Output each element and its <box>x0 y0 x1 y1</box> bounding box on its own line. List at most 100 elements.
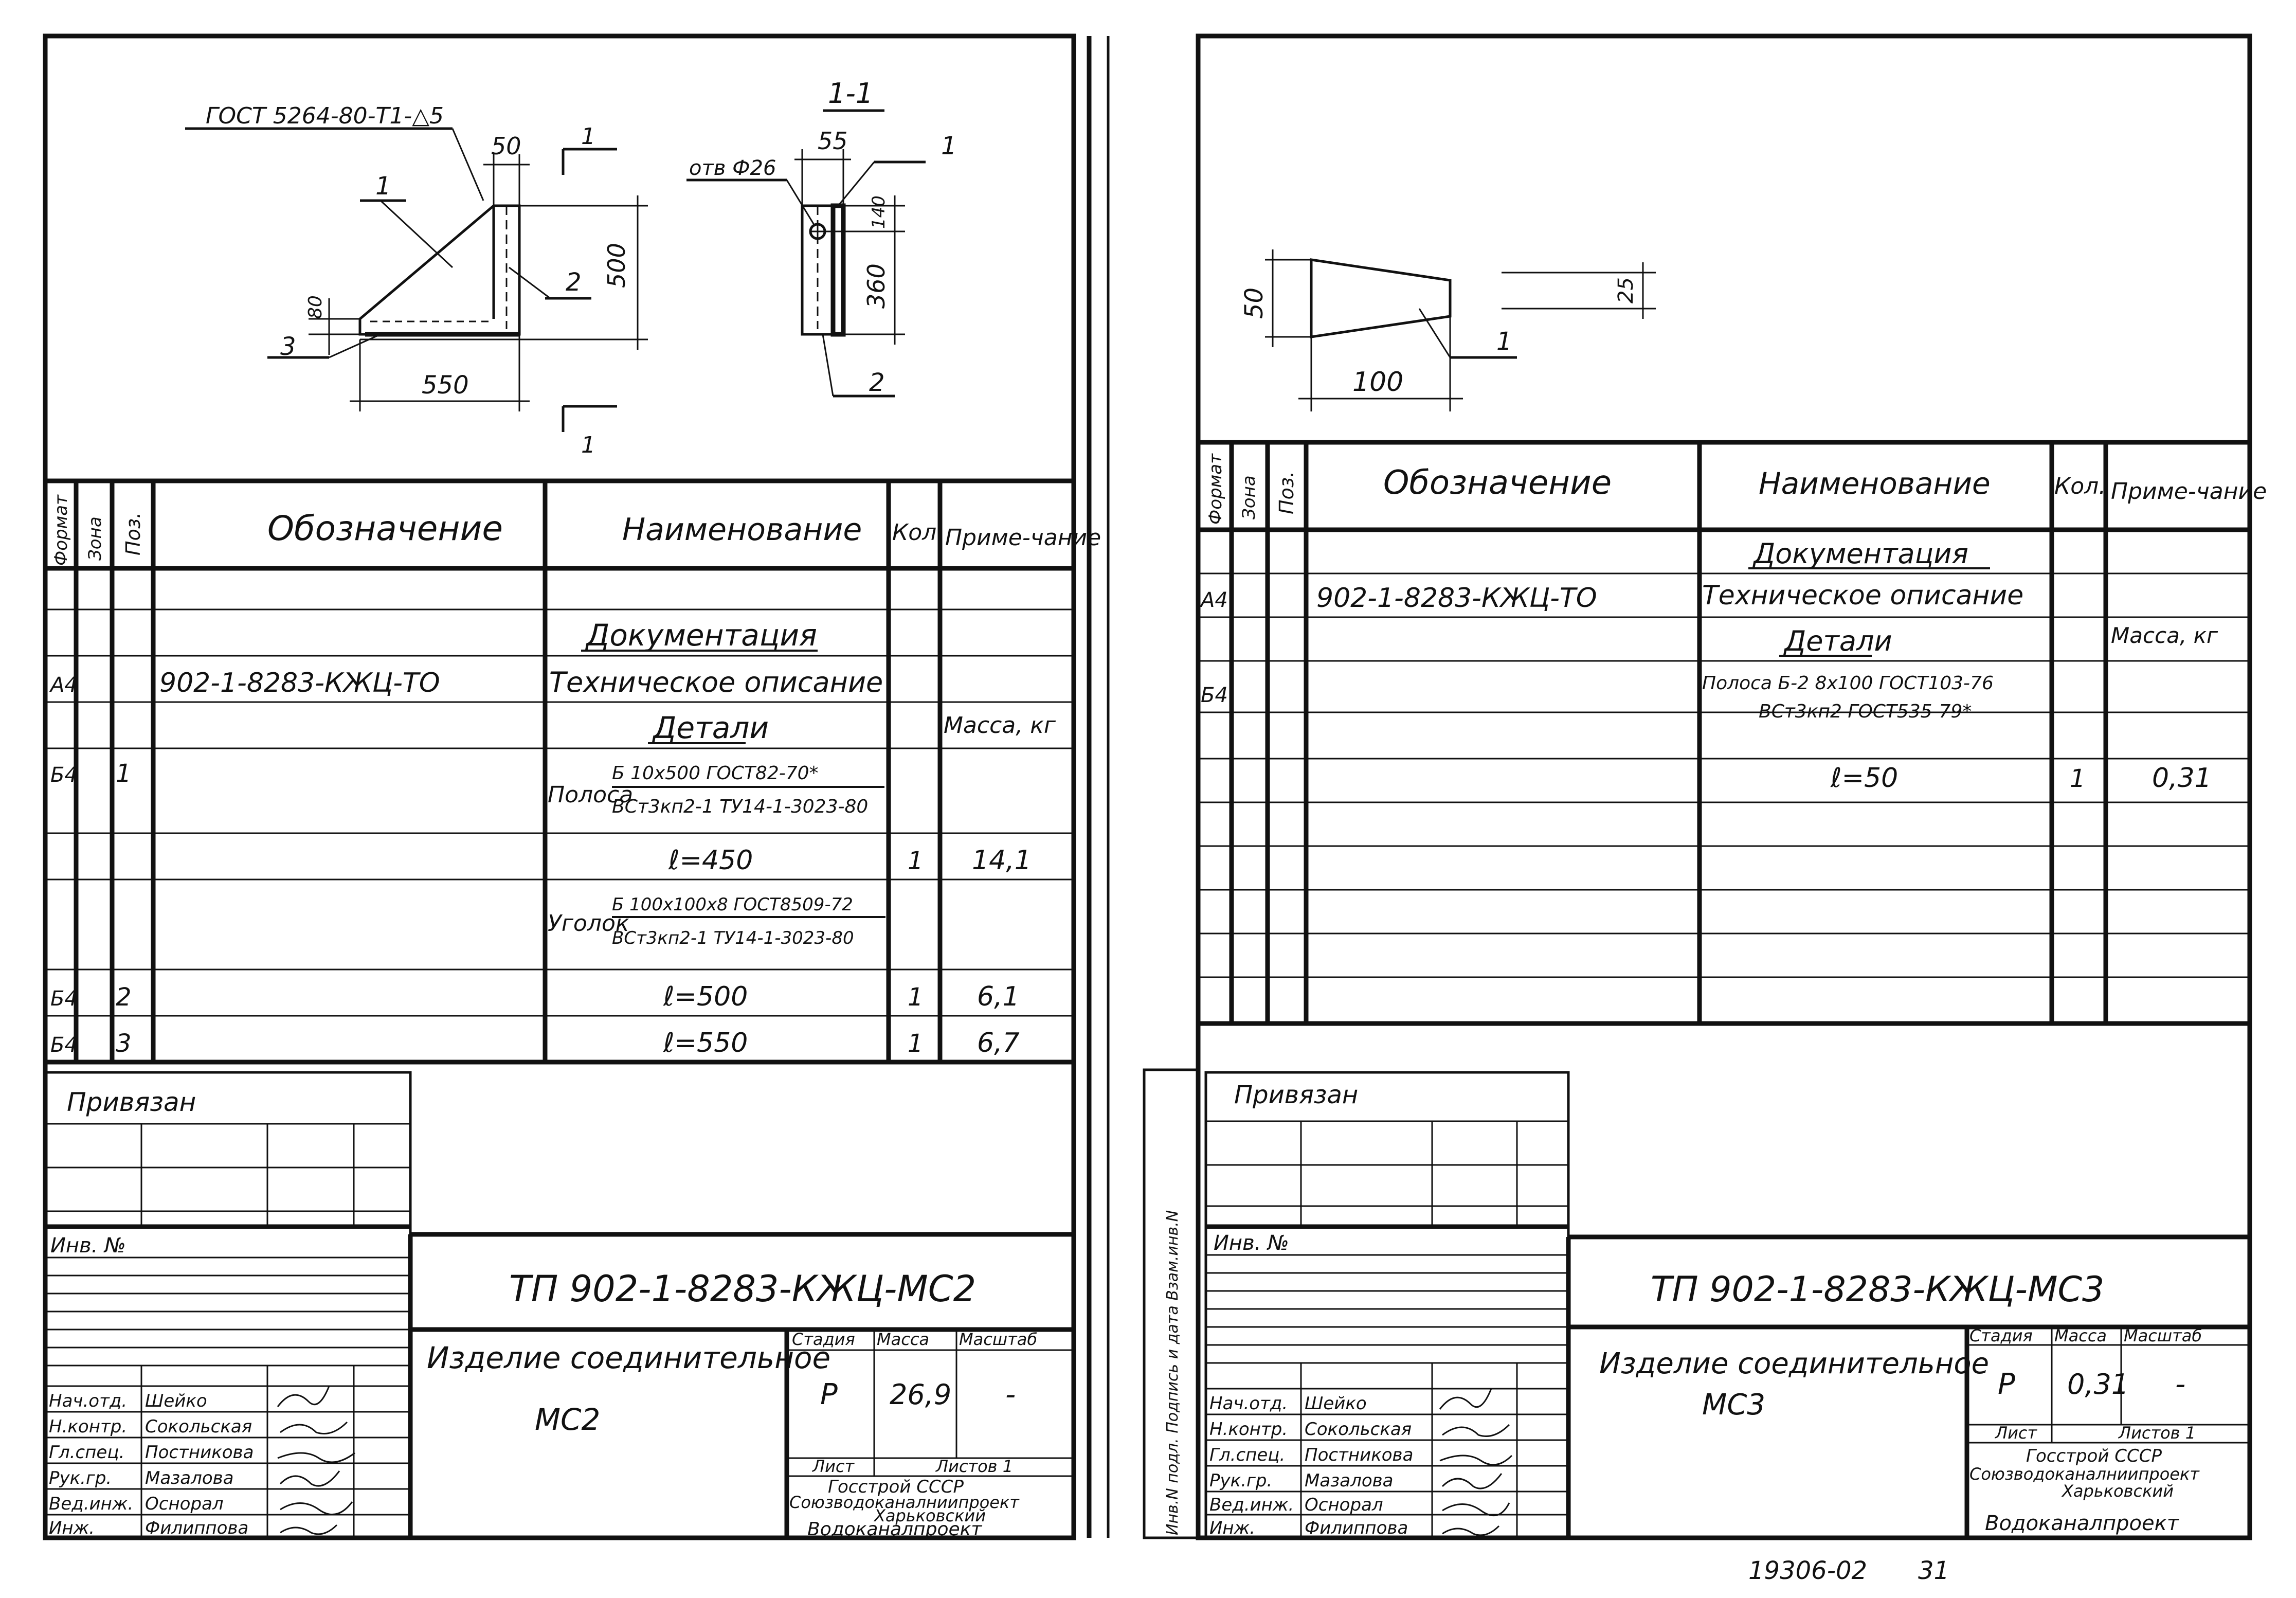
right-org-line-4: Водоканалпроект <box>1985 1512 2180 1535</box>
row5-format: Б4 <box>50 987 78 1011</box>
section-pos-1: 1 <box>941 132 957 160</box>
right-row1-designation: 902-1-8283-КЖЦ-ТО <box>1316 583 1597 614</box>
header-designation: Обозначение <box>267 509 503 548</box>
header-qty: Кол. <box>892 519 944 546</box>
row2-format: Б4 <box>50 763 78 787</box>
right-name-5: Оснорал <box>1305 1495 1383 1515</box>
stage-value: Р <box>820 1378 838 1411</box>
right-scale-value: - <box>2175 1368 2185 1401</box>
org-line-1: Госстрой СССР <box>828 1477 964 1497</box>
pos-label-2: 2 <box>566 268 582 297</box>
name-2: Сокольская <box>145 1416 252 1437</box>
right-row-documentation: Документация <box>1752 537 1968 570</box>
org-line-4: Водоканалпроект <box>807 1519 982 1540</box>
right-scale-header: Масштаб <box>2124 1326 2202 1345</box>
product-title: Изделие соединительное <box>427 1340 830 1375</box>
mass-header: Масса <box>877 1330 929 1349</box>
right-signature-marks <box>1439 1388 1513 1536</box>
section-label: 1-1 <box>828 77 873 110</box>
name-6: Филиппова <box>145 1518 248 1538</box>
left-detail-drawing: ГОСТ 5264-80-Т1-△5 1 2 3 5 <box>185 77 957 458</box>
right-name-6: Филиппова <box>1305 1518 1408 1538</box>
right-row-mass-note: Масса, кг <box>2111 623 2218 648</box>
right-role-4: Рук.гр. <box>1209 1470 1272 1491</box>
row3-name: ℓ=450 <box>668 845 753 876</box>
role-4: Рук.гр. <box>49 1468 112 1488</box>
right-product-title: Изделие соединительное <box>1599 1347 1989 1380</box>
right-inv-label: Инв. № <box>1214 1231 1289 1255</box>
right-sheet: Инв.N подл. Подпись и дата Взам.инв.N 50… <box>1143 33 2267 1540</box>
mass-value: 26,9 <box>890 1378 951 1411</box>
header-zone-right: Зона <box>1239 475 1259 519</box>
header-note-right: Приме-чание <box>2111 478 2267 505</box>
row6-pos: 3 <box>116 1029 132 1058</box>
header-name: Наименование <box>622 512 862 548</box>
name-5: Оснорал <box>145 1494 224 1514</box>
stage-header: Стадия <box>792 1330 855 1349</box>
sheet-label: Лист <box>812 1457 855 1476</box>
name-1: Шейко <box>145 1391 207 1411</box>
org-line-2: Союзводоканалниипроект <box>789 1493 1020 1512</box>
section-pos-2: 2 <box>869 368 885 397</box>
right-row3-mass: 0,31 <box>2152 763 2212 794</box>
right-mass-value: 0,31 <box>2067 1368 2129 1401</box>
right-name-2: Сокольская <box>1305 1419 1412 1440</box>
row5-pos: 2 <box>116 983 132 1012</box>
name-4: Мазалова <box>145 1468 234 1488</box>
right-drawing-code: ТП 902-1-8283-КЖЦ-МС3 <box>1651 1269 2104 1310</box>
row4-spec1: Б 100х100х8 ГОСТ8509-72 <box>612 894 853 915</box>
role-2: Н.контр. <box>49 1416 127 1437</box>
dim-100-right: 100 <box>1352 367 1403 398</box>
header-format-right: Формат <box>1205 453 1226 525</box>
header-zone: Зона <box>85 516 105 561</box>
right-role-3: Гл.спец. <box>1209 1445 1285 1465</box>
row5-mass: 6,1 <box>977 981 1020 1012</box>
right-role-5: Вед.инж. <box>1209 1495 1294 1515</box>
right-role-1: Нач.отд. <box>1209 1393 1288 1414</box>
right-role-2: Н.контр. <box>1209 1419 1288 1440</box>
right-row3-qty: 1 <box>2070 764 2086 793</box>
header-format: Формат <box>51 494 71 566</box>
right-product-mark: МС3 <box>1702 1388 1765 1422</box>
archive-number: 19306-02 <box>1748 1556 1867 1585</box>
dim-140: 140 <box>869 195 889 229</box>
product-mark: МС2 <box>535 1402 600 1437</box>
row1-name: Техническое описание <box>549 666 883 698</box>
row1-format: А4 <box>49 673 78 697</box>
row3-qty: 1 <box>908 847 924 875</box>
dim-80: 80 <box>305 295 326 319</box>
right-org-line-2: Союзводоканалниипроект <box>1969 1464 2200 1484</box>
row6-name: ℓ=550 <box>663 1028 748 1058</box>
page-number: 31 <box>1918 1556 1949 1585</box>
row3-mass: 14,1 <box>972 845 1032 876</box>
dim-50: 50 <box>491 132 521 160</box>
left-spec-table: Формат Зона Поз. Обозначение Наименовани… <box>45 478 1101 1065</box>
weld-note: ГОСТ 5264-80-Т1-△5 <box>206 103 444 129</box>
row1-designation: 902-1-8283-КЖЦ-ТО <box>159 668 440 698</box>
scale-header: Масштаб <box>959 1330 1037 1349</box>
role-1: Нач.отд. <box>49 1391 127 1411</box>
right-sheets-label: Листов 1 <box>2118 1423 2196 1443</box>
scale-value: - <box>1005 1378 1016 1411</box>
right-row3-name: ℓ=50 <box>1830 763 1898 794</box>
row-mass-note: Масса, кг <box>944 712 1056 739</box>
right-name-4: Мазалова <box>1305 1470 1394 1491</box>
role-5: Вед.инж. <box>49 1494 133 1514</box>
right-title-block: Привязан Инв. № <box>1204 1071 2250 1539</box>
header-pos: Поз. <box>122 512 144 555</box>
left-sheet: ГОСТ 5264-80-Т1-△5 1 2 3 5 <box>43 33 1101 1540</box>
sheets-label: Листов 1 <box>935 1457 1013 1476</box>
right-mass-header: Масса <box>2054 1326 2107 1345</box>
row5-qty: 1 <box>908 983 924 1012</box>
row2-spec2: ВСт3кп2-1 ТУ14-1-3023-80 <box>612 796 868 817</box>
right-org-line-1: Госстрой СССР <box>2026 1446 2162 1466</box>
side-stamp-text: Инв.N подл. Подпись и дата Взам.инв.N <box>1164 1210 1182 1535</box>
row6-qty: 1 <box>908 1029 924 1058</box>
cut-label-a: 1 <box>581 123 595 150</box>
dim-25-right: 25 <box>1614 277 1638 303</box>
side-stamp <box>1143 1068 1200 1539</box>
right-spec-table: Формат Зона Поз. Обозначение Наименовани… <box>1198 440 2267 1026</box>
header-qty-right: Кол. <box>2054 473 2106 499</box>
right-row1-name: Техническое описание <box>1702 580 2023 611</box>
privyazan-label: Привязан <box>67 1087 196 1117</box>
